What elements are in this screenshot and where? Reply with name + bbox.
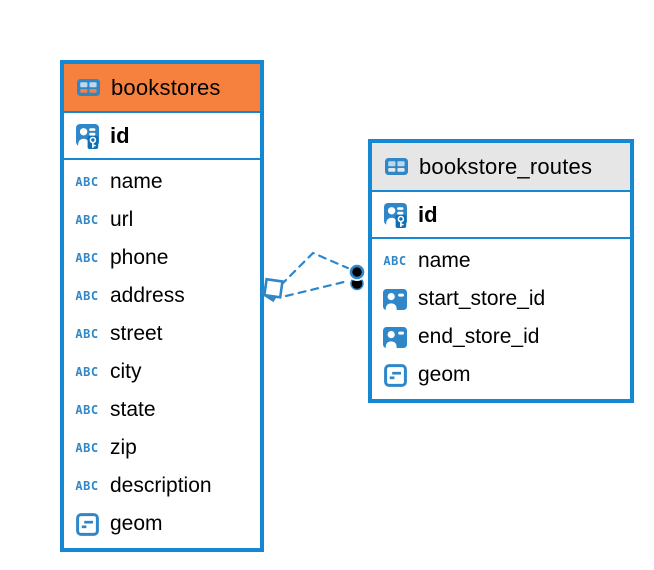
column-label: start_store_id (418, 287, 546, 310)
column-type-icon (381, 363, 409, 387)
text-type-icon: ABC (75, 289, 99, 303)
geometry-type-icon (75, 512, 99, 536)
column-row-city[interactable]: ABC city (64, 353, 260, 391)
column-row-geom[interactable]: geom (64, 505, 260, 543)
text-type-icon: ABC (75, 213, 99, 227)
column-label: description (110, 474, 212, 497)
er-table-bookstores[interactable]: bookstores id ABC name ABC (60, 60, 264, 552)
text-type-icon: ABC (75, 441, 99, 455)
column-label: address (110, 284, 185, 307)
table-title: bookstores (111, 74, 221, 100)
column-row-name[interactable]: ABC name (372, 242, 630, 280)
table-header[interactable]: bookstore_routes (372, 143, 630, 192)
column-row-name[interactable]: ABC name (64, 163, 260, 201)
column-type-icon: ABC (73, 441, 101, 455)
text-type-icon: ABC (75, 327, 99, 341)
foreign-key-icon (383, 288, 407, 310)
primary-key-label: id (110, 122, 130, 148)
relationship-target-marker (348, 263, 366, 291)
table-icon (74, 79, 102, 96)
table-header[interactable]: bookstores (64, 64, 260, 113)
column-type-icon: ABC (73, 479, 101, 493)
column-row-street[interactable]: ABC street (64, 315, 260, 353)
column-list: ABC name start_store_id end_store_id geo… (372, 239, 630, 399)
column-label: phone (110, 246, 169, 269)
primary-key-icon (73, 124, 101, 149)
foreign-key-icon (383, 326, 407, 348)
column-type-icon: ABC (381, 254, 409, 268)
column-type-icon: ABC (73, 213, 101, 227)
column-type-icon (73, 512, 101, 536)
column-label: state (110, 398, 156, 421)
column-list: ABC name ABC url ABC phone ABC address A… (64, 160, 260, 548)
relationship-line-start-store-id (279, 251, 352, 287)
column-type-icon: ABC (73, 327, 101, 341)
column-label: street (110, 322, 163, 345)
text-type-icon: ABC (75, 175, 99, 189)
text-type-icon: ABC (75, 479, 99, 493)
text-type-icon: ABC (75, 403, 99, 417)
column-type-icon (381, 326, 409, 348)
er-table-bookstore_routes[interactable]: bookstore_routes id ABC name (368, 139, 634, 403)
column-type-icon: ABC (73, 289, 101, 303)
column-type-icon: ABC (73, 365, 101, 379)
text-type-icon: ABC (75, 251, 99, 265)
geometry-type-icon (383, 363, 407, 387)
column-type-icon (381, 288, 409, 310)
column-label: city (110, 360, 142, 383)
column-label: zip (110, 436, 137, 459)
primary-key-row[interactable]: id (64, 113, 260, 160)
column-label: name (110, 170, 163, 193)
column-row-address[interactable]: ABC address (64, 277, 260, 315)
column-row-description[interactable]: ABC description (64, 467, 260, 505)
primary-key-row[interactable]: id (372, 192, 630, 239)
table-icon (382, 158, 410, 175)
column-type-icon: ABC (73, 403, 101, 417)
column-label: name (418, 249, 471, 272)
column-row-zip[interactable]: ABC zip (64, 429, 260, 467)
column-row-phone[interactable]: ABC phone (64, 239, 260, 277)
column-row-url[interactable]: ABC url (64, 201, 260, 239)
relationship-line-end-store-id (284, 279, 350, 298)
column-row-start_store_id[interactable]: start_store_id (372, 280, 630, 318)
relationship-bookstore_routes-to-bookstores[interactable] (259, 251, 366, 303)
column-label: url (110, 208, 134, 231)
primary-key-label: id (418, 201, 438, 227)
text-type-icon: ABC (75, 365, 99, 379)
text-type-icon: ABC (383, 254, 407, 268)
column-row-state[interactable]: ABC state (64, 391, 260, 429)
column-row-geom[interactable]: geom (372, 356, 630, 394)
column-label: end_store_id (418, 325, 540, 348)
column-label: geom (110, 512, 163, 535)
primary-key-icon (381, 203, 409, 228)
column-label: geom (418, 363, 471, 386)
table-title: bookstore_routes (419, 153, 593, 179)
column-row-end_store_id[interactable]: end_store_id (372, 318, 630, 356)
column-type-icon: ABC (73, 175, 101, 189)
column-type-icon: ABC (73, 251, 101, 265)
